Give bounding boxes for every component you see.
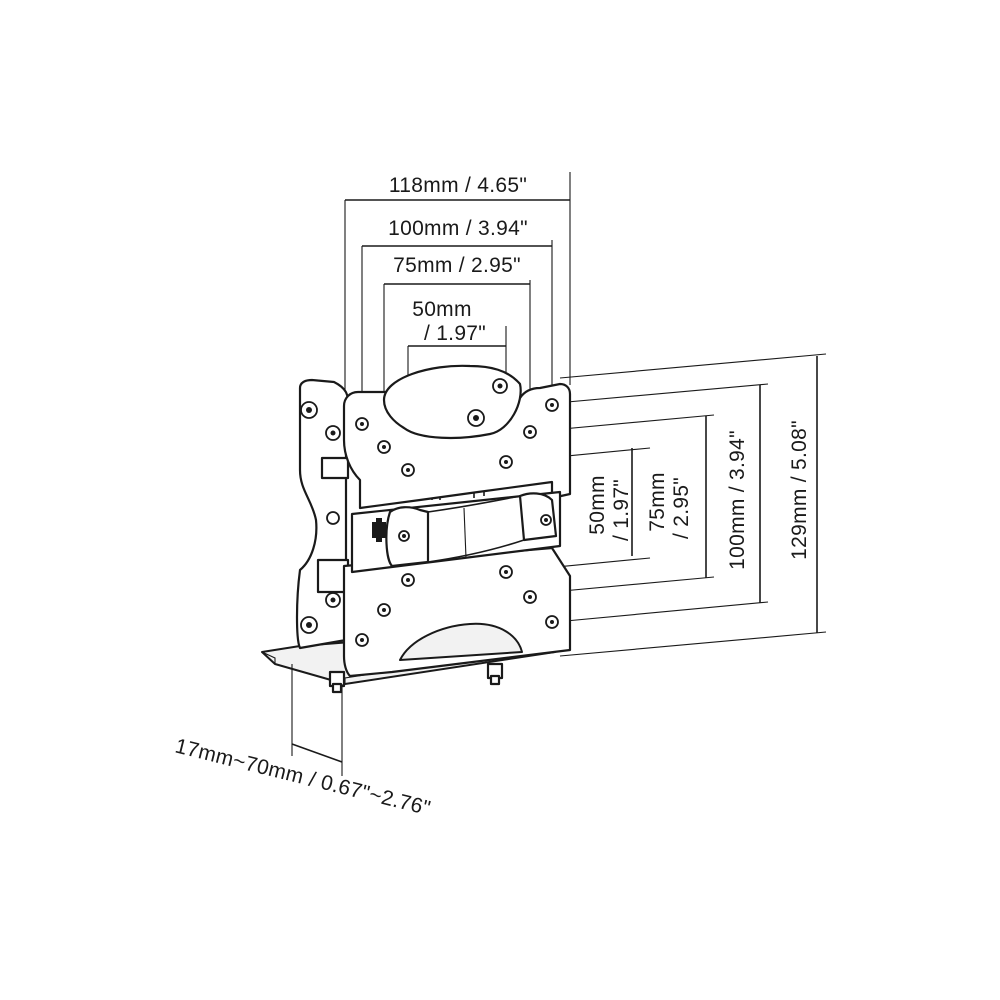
mounting-hole-icon [325,425,341,441]
height-50-label-line2: / 1.97" [610,479,633,541]
screw-icon [328,670,346,694]
height-129-label: 129mm / 5.08" [788,420,811,560]
height-50-label-line1: 50mm [586,475,609,535]
width-100-label: 100mm / 3.94" [388,217,528,240]
width-dimension-118: 118mm / 4.65" [344,172,571,400]
width-50-label-line1: 50mm [412,298,472,321]
mounting-hole-icon [326,511,340,525]
mounting-hole-icon [300,616,318,634]
width-118-label: 118mm / 4.65" [389,174,527,197]
vesa-hole-icon [545,615,559,629]
vesa-hole-icon [545,398,559,412]
mounting-hole-icon [325,592,341,608]
height-dimension-100: 100mm / 3.94" [544,383,769,623]
clamp-knob-icon [372,518,386,542]
height-100-label: 100mm / 3.94" [726,430,749,570]
vesa-hole-icon [377,440,391,454]
bracket-assembly [261,364,572,776]
height-75-label-line1: 75mm [646,472,669,532]
width-75-label: 75mm / 2.95" [393,254,521,277]
height-dimension-50: 50mm / 1.97" [504,447,651,573]
vesa-hole-icon [467,409,485,427]
vesa-hole-icon [377,603,391,617]
vesa-hole-icon [401,573,415,587]
clamp-hole-icon [398,530,410,542]
clamp-strap-right [518,492,558,542]
height-dimension-129: 129mm / 5.08" [559,353,827,657]
vesa-hole-icon [499,455,513,469]
vesa-hole-icon [523,425,537,439]
vesa-hole-icon [355,633,369,647]
vesa-hole-icon [355,417,369,431]
rear-plate-slot-top [320,456,350,480]
vesa-hole-icon [492,378,508,394]
vesa-hole-icon [401,463,415,477]
vesa-curved-cutout [382,364,522,440]
lower-arch-cutout [399,622,523,661]
height-dimension-75: 75mm / 2.95" [529,414,715,595]
mounting-hole-icon [300,401,318,419]
rear-plate [295,378,349,650]
clamp-hole-icon [540,514,552,526]
vesa-hole-icon [499,565,513,579]
width-50-label-line2: / 1.97" [424,322,486,345]
vesa-hole-icon [523,590,537,604]
height-75-label-line2: / 2.95" [670,477,693,539]
screw-icon [486,662,504,686]
